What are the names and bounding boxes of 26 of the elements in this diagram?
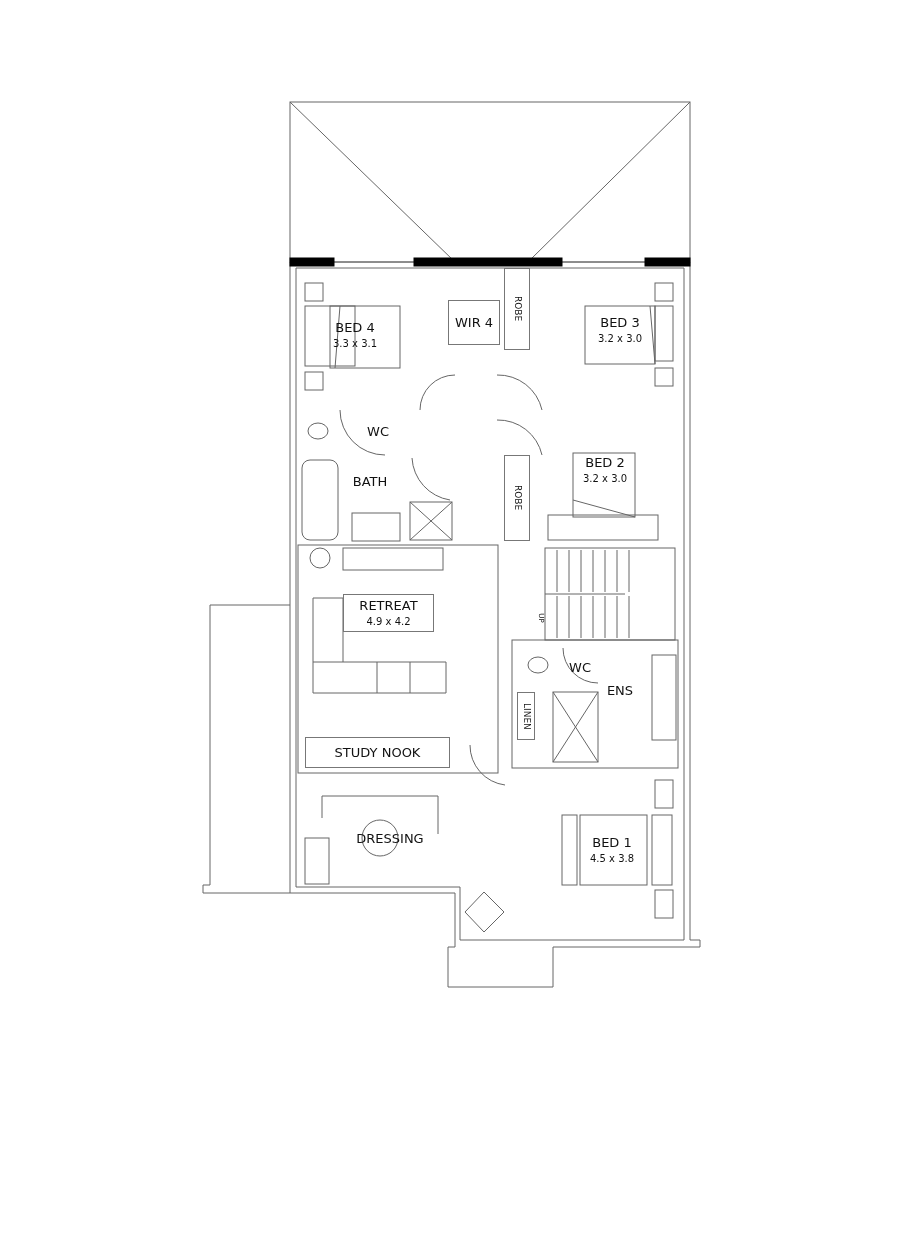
room-name: ENS xyxy=(606,682,634,698)
room-size: 3.2 x 3.0 xyxy=(582,472,628,485)
room-box xyxy=(305,737,450,768)
room-name: STUDY NOOK xyxy=(334,745,421,760)
room-box xyxy=(448,300,500,345)
room-size: 4.9 x 4.2 xyxy=(366,615,411,628)
room-name: BED 4 xyxy=(335,320,375,335)
room-size: 3.2 x 3.0 xyxy=(597,332,643,345)
room-name: BED 2 xyxy=(585,455,625,470)
room-name: ROBE xyxy=(511,485,524,511)
room-name: ROBE xyxy=(511,296,524,322)
room-name: BED 1 xyxy=(592,835,632,850)
room-box xyxy=(504,268,530,350)
room-box xyxy=(343,594,434,632)
room-box xyxy=(517,692,535,740)
room-name: BATH xyxy=(352,473,388,489)
room-size: 4.5 x 3.8 xyxy=(589,852,635,865)
room-size: 3.3 x 3.1 xyxy=(332,337,378,350)
room-name: DRESSING xyxy=(356,830,424,846)
room-name: WC xyxy=(569,659,591,675)
room-name: WC xyxy=(367,423,389,439)
room-name: LINEN xyxy=(520,702,533,730)
room-name: BED 3 xyxy=(600,315,640,330)
room-name: RETREAT xyxy=(359,598,418,613)
room-box xyxy=(504,455,530,541)
room-name: WIR 4 xyxy=(454,315,494,330)
